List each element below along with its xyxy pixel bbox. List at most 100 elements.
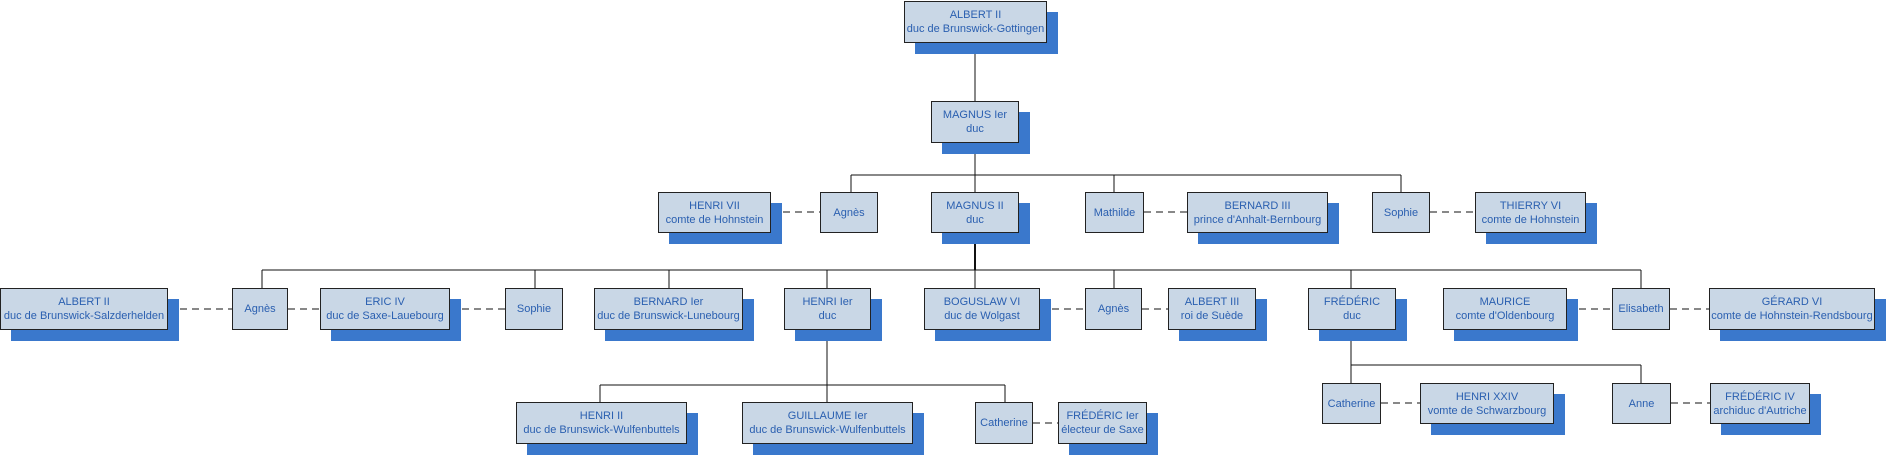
person-label: GÉRARD VI <box>1761 296 1823 308</box>
person-label: duc <box>1343 310 1361 322</box>
person-label: Sophie <box>1383 206 1419 219</box>
person-label: ALBERT II <box>949 9 1002 21</box>
person-box: Anne <box>1612 383 1671 424</box>
person-label: duc de Brunswick-Salzderhelden <box>3 310 165 322</box>
person-label: BOGUSLAW VI <box>943 296 1021 308</box>
person-box: GÉRARD VI comte de Hohnstein-Rendsbourg <box>1709 288 1875 330</box>
person-label: MAGNUS II <box>946 199 1004 212</box>
person-agnes-2: Agnès <box>232 288 288 330</box>
person-label: HENRI Ier <box>802 296 853 308</box>
person-sophie-1: Sophie <box>1372 192 1430 233</box>
person-henri-ii: HENRI II duc de Brunswick-Wulfenbuttels <box>516 402 698 455</box>
person-label: Mathilde <box>1093 206 1136 219</box>
person-label: duc de Brunswick-Wulfenbuttels <box>523 424 680 436</box>
person-label: FRÉDÉRIC Ier <box>1066 410 1139 422</box>
person-box: Catherine <box>975 402 1033 444</box>
person-box: ERIC IV duc de Saxe-Lauebourg <box>320 288 450 330</box>
person-label: BERNARD Ier <box>633 296 704 308</box>
person-label: HENRI XXIV <box>1455 390 1519 403</box>
person-box: ALBERT III roi de Suède <box>1168 288 1256 330</box>
person-magnus-i: MAGNUS Ier duc <box>931 101 1030 154</box>
person-box: BOGUSLAW VI duc de Wolgast <box>924 288 1040 330</box>
person-label: THIERRY VI <box>1499 199 1562 212</box>
person-sophie-2: Sophie <box>505 288 563 330</box>
person-label: duc <box>966 213 984 226</box>
person-label: Agnès <box>833 206 865 219</box>
person-label: duc de Wolgast <box>944 310 1020 322</box>
person-label: duc <box>818 310 837 322</box>
person-label: ERIC IV <box>365 296 405 308</box>
person-label: Agnès <box>1097 303 1130 315</box>
person-label: comte de Hohnstein <box>1481 213 1580 226</box>
person-label: HENRI VII <box>689 199 740 212</box>
person-label: roi de Suède <box>1180 310 1244 322</box>
person-boguslaw-vi: BOGUSLAW VI duc de Wolgast <box>924 288 1051 341</box>
person-box: Catherine <box>1322 383 1381 424</box>
person-label: duc de Brunswick-Wulfenbuttels <box>749 424 906 436</box>
person-box: HENRI Ier duc <box>784 288 871 330</box>
person-label: prince d'Anhalt-Bernbourg <box>1193 213 1322 226</box>
person-label: FRÉDÉRIC IV <box>1725 390 1795 403</box>
person-label: Agnès <box>244 303 276 315</box>
person-box: Elisabeth <box>1612 288 1670 330</box>
person-albert-ii-salzderhelden: ALBERT II duc de Brunswick-Salzderhelden <box>0 288 179 341</box>
person-box: FRÉDÉRIC Ier électeur de Saxe <box>1058 402 1147 444</box>
person-eric-iv: ERIC IV duc de Saxe-Lauebourg <box>320 288 461 341</box>
person-gerard-vi: GÉRARD VI comte de Hohnstein-Rendsbourg <box>1709 288 1886 341</box>
person-maurice: MAURICE comte d'Oldenbourg <box>1443 288 1578 341</box>
person-box: Sophie <box>1372 192 1430 233</box>
person-box: FRÉDÉRIC duc <box>1308 288 1396 330</box>
person-label: vomte de Schwarzbourg <box>1427 404 1547 417</box>
person-label: ALBERT II <box>58 296 110 308</box>
person-label: comte de Hohnstein <box>665 213 764 226</box>
person-label: duc de Brunswick-Lunebourg <box>597 310 740 322</box>
person-box: MAURICE comte d'Oldenbourg <box>1443 288 1567 330</box>
person-label: FRÉDÉRIC <box>1323 296 1381 308</box>
person-box: BERNARD Ier duc de Brunswick-Lunebourg <box>594 288 743 330</box>
person-catherine-1: Catherine <box>975 402 1033 444</box>
person-label: duc de Saxe-Lauebourg <box>326 310 444 322</box>
person-label: MAGNUS Ier <box>942 109 1008 121</box>
person-box: Agnès <box>1085 288 1142 330</box>
person-anne: Anne <box>1612 383 1671 424</box>
person-label: Elisabeth <box>1618 303 1664 315</box>
person-label: HENRI II <box>579 410 624 422</box>
person-agnes-3: Agnès <box>1085 288 1142 330</box>
person-label: archiduc d'Autriche <box>1713 404 1807 417</box>
person-box: Agnès <box>232 288 288 330</box>
person-agnes-1: Agnès <box>820 192 878 233</box>
person-label: Catherine <box>980 417 1028 429</box>
person-elisabeth: Elisabeth <box>1612 288 1670 330</box>
person-frederic-i: FRÉDÉRIC Ier électeur de Saxe <box>1058 402 1158 455</box>
person-label: Sophie <box>516 303 552 315</box>
person-box: Sophie <box>505 288 563 330</box>
person-henri-i: HENRI Ier duc <box>784 288 882 341</box>
person-albert-iii: ALBERT III roi de Suède <box>1168 288 1267 341</box>
person-catherine-2: Catherine <box>1322 383 1381 424</box>
person-label: Anne <box>1628 397 1655 410</box>
person-label: comte d'Oldenbourg <box>1455 310 1555 322</box>
person-box: Agnès <box>820 192 878 233</box>
person-label: MAURICE <box>1479 296 1531 308</box>
person-label: électeur de Saxe <box>1061 424 1144 436</box>
person-box: MAGNUS Ier duc <box>931 101 1019 143</box>
person-box: HENRI II duc de Brunswick-Wulfenbuttels <box>516 402 687 444</box>
person-label: duc <box>966 123 984 135</box>
person-frederic: FRÉDÉRIC duc <box>1308 288 1407 341</box>
person-label: ALBERT III <box>1184 296 1240 308</box>
person-label: comte de Hohnstein-Rendsbourg <box>1711 310 1873 322</box>
